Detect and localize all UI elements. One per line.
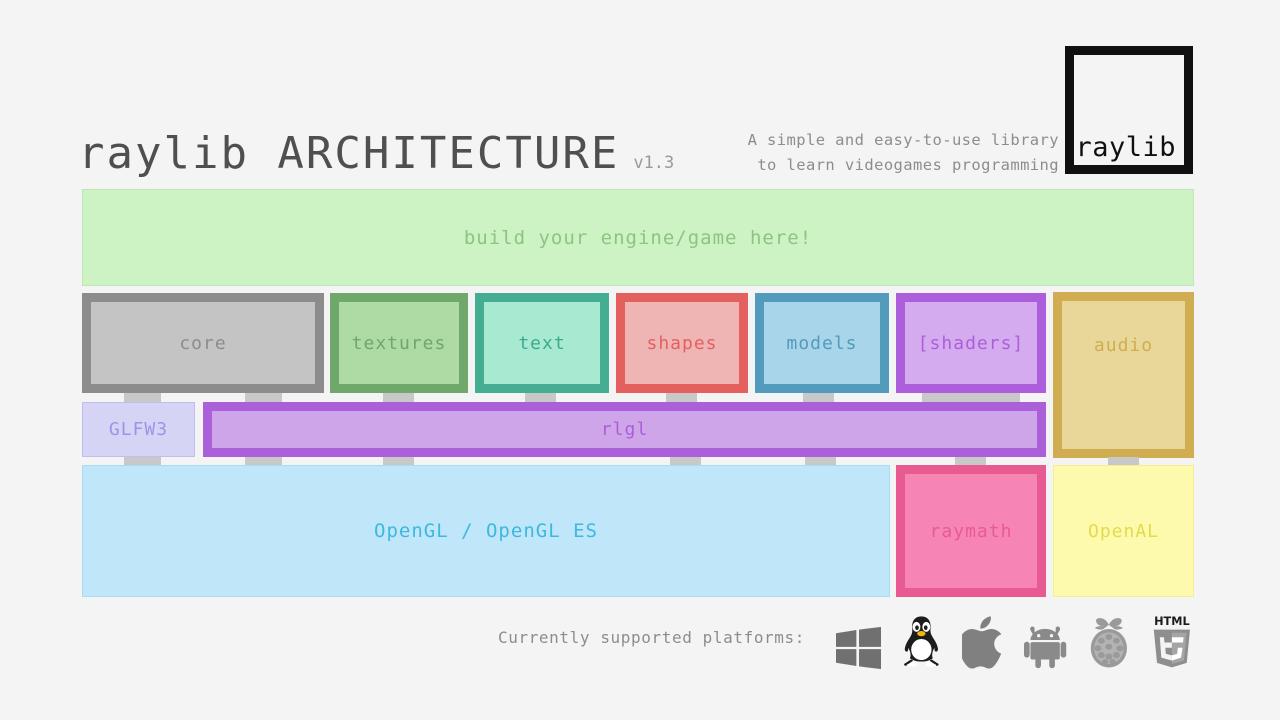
module-core[interactable]: core <box>82 293 324 393</box>
tagline-line-2: to learn videogames programming <box>757 156 1059 174</box>
layer-label: OpenAL <box>1087 520 1160 542</box>
module-label: models <box>786 332 858 354</box>
module-text[interactable]: text <box>475 293 609 393</box>
module-shaders[interactable]: [shaders] <box>896 293 1046 393</box>
page-title: raylib ARCHITECTURE v1.3 <box>78 128 674 179</box>
layer-raymath[interactable]: raymath <box>896 465 1046 597</box>
tagline-line-1: A simple and easy-to-use library <box>747 131 1059 149</box>
apple-icon <box>962 616 1002 669</box>
supported-platforms-label: Currently supported platforms: <box>498 628 805 647</box>
layer-rlgl[interactable]: rlgl <box>203 402 1046 457</box>
windows-icon <box>836 626 882 670</box>
module-models[interactable]: models <box>755 293 889 393</box>
android-icon <box>1024 626 1067 669</box>
build-here-label: build your engine/game here! <box>463 226 813 249</box>
layer-label: OpenGL / OpenGL ES <box>374 520 598 542</box>
build-here-banner: build your engine/game here! <box>82 189 1194 286</box>
module-label: audio <box>1093 335 1154 356</box>
svg-text:HTML: HTML <box>1154 615 1190 628</box>
module-label: [shaders] <box>917 332 1025 354</box>
module-label: core <box>179 332 227 354</box>
module-label: text <box>518 332 566 354</box>
page-title-text: raylib ARCHITECTURE <box>78 128 620 179</box>
layer-opengl[interactable]: OpenGL / OpenGL ES <box>82 465 890 597</box>
layer-label: GLFW3 <box>108 419 169 440</box>
module-textures[interactable]: textures <box>330 293 468 393</box>
platform-icons: HTML <box>836 604 1194 676</box>
layer-openal[interactable]: OpenAL <box>1053 465 1194 597</box>
html5-icon: HTML <box>1154 615 1191 668</box>
module-shapes[interactable]: shapes <box>616 293 748 393</box>
linux-tux-icon <box>904 616 939 667</box>
module-label: textures <box>351 332 447 354</box>
layer-label: rlgl <box>600 419 649 440</box>
layer-glfw3[interactable]: GLFW3 <box>82 402 195 457</box>
layer-label: raymath <box>929 520 1013 542</box>
raylib-logo-text: raylib <box>1075 132 1176 163</box>
raspberry-pi-icon <box>1090 618 1127 668</box>
module-label: shapes <box>646 332 718 354</box>
module-audio[interactable]: audio <box>1053 292 1194 458</box>
version-label: v1.3 <box>633 153 675 173</box>
raylib-logo: raylib <box>1065 46 1193 174</box>
tagline: A simple and easy-to-use library to lear… <box>714 128 1059 178</box>
